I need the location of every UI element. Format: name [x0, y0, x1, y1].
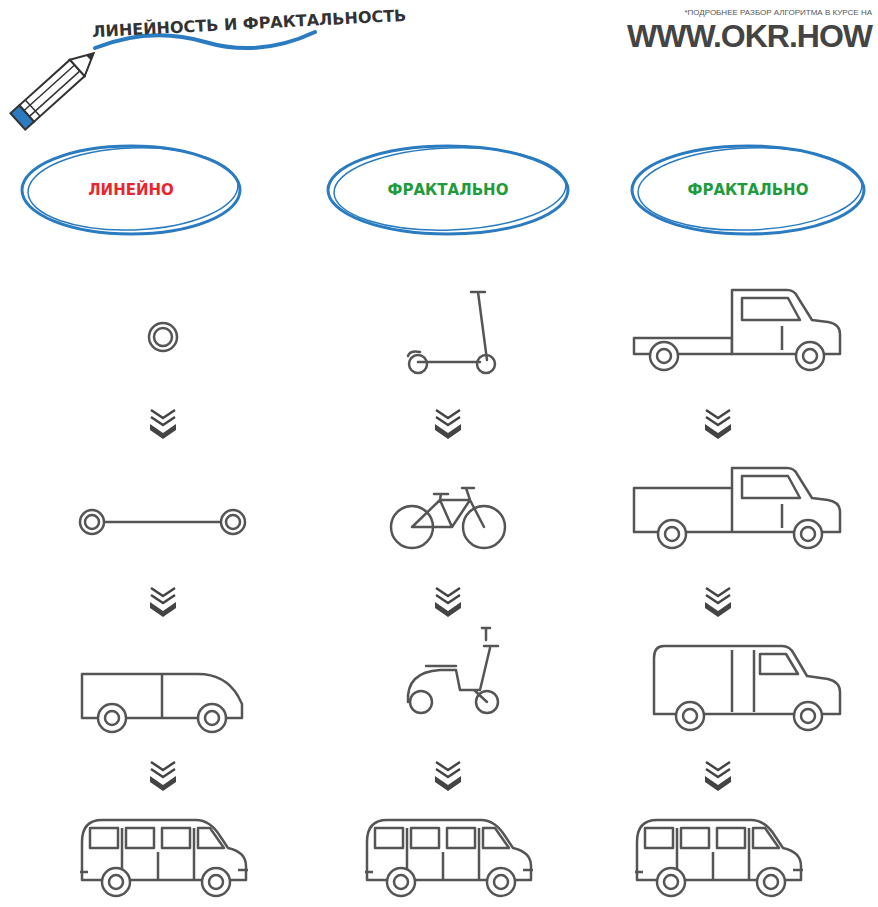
pencil-icon [10, 45, 101, 130]
fractal-sequence-3 [634, 290, 840, 730]
website: WWW.OKR.HOW [627, 18, 872, 55]
node-label: ЛИНЕЙНО [88, 181, 174, 199]
title: ЛИНЕЙНОСТЬ И ФРАКТАЛЬНОСТЬ [92, 6, 407, 41]
node-label: ФРАКТАЛЬНО [688, 181, 809, 199]
node-label: ФРАКТАЛЬНО [388, 181, 509, 199]
website-holder: WWW.OKR.HOW [627, 18, 872, 55]
van-icon [80, 820, 248, 896]
ellipse-node: ЛИНЕЙНО [18, 142, 244, 238]
ellipse-node: ФРАКТАЛЬНО [324, 142, 572, 238]
note-holder: *ПОДРОБНЕЕ РАЗБОР АЛГОРИТМА В КУРСЕ НА [684, 8, 872, 17]
ellipse-node: ФРАКТАЛЬНО [628, 142, 868, 238]
van-icon [365, 820, 533, 896]
linear-sequence [80, 323, 245, 732]
note: *ПОДРОБНЕЕ РАЗБОР АЛГОРИТМА В КУРСЕ НА [684, 8, 872, 17]
chevron-arrows [150, 410, 731, 791]
van-icon [635, 820, 803, 896]
fractal-sequence-2 [391, 292, 505, 713]
title-holder: ЛИНЕЙНОСТЬ И ФРАКТАЛЬНОСТЬ [92, 6, 407, 41]
